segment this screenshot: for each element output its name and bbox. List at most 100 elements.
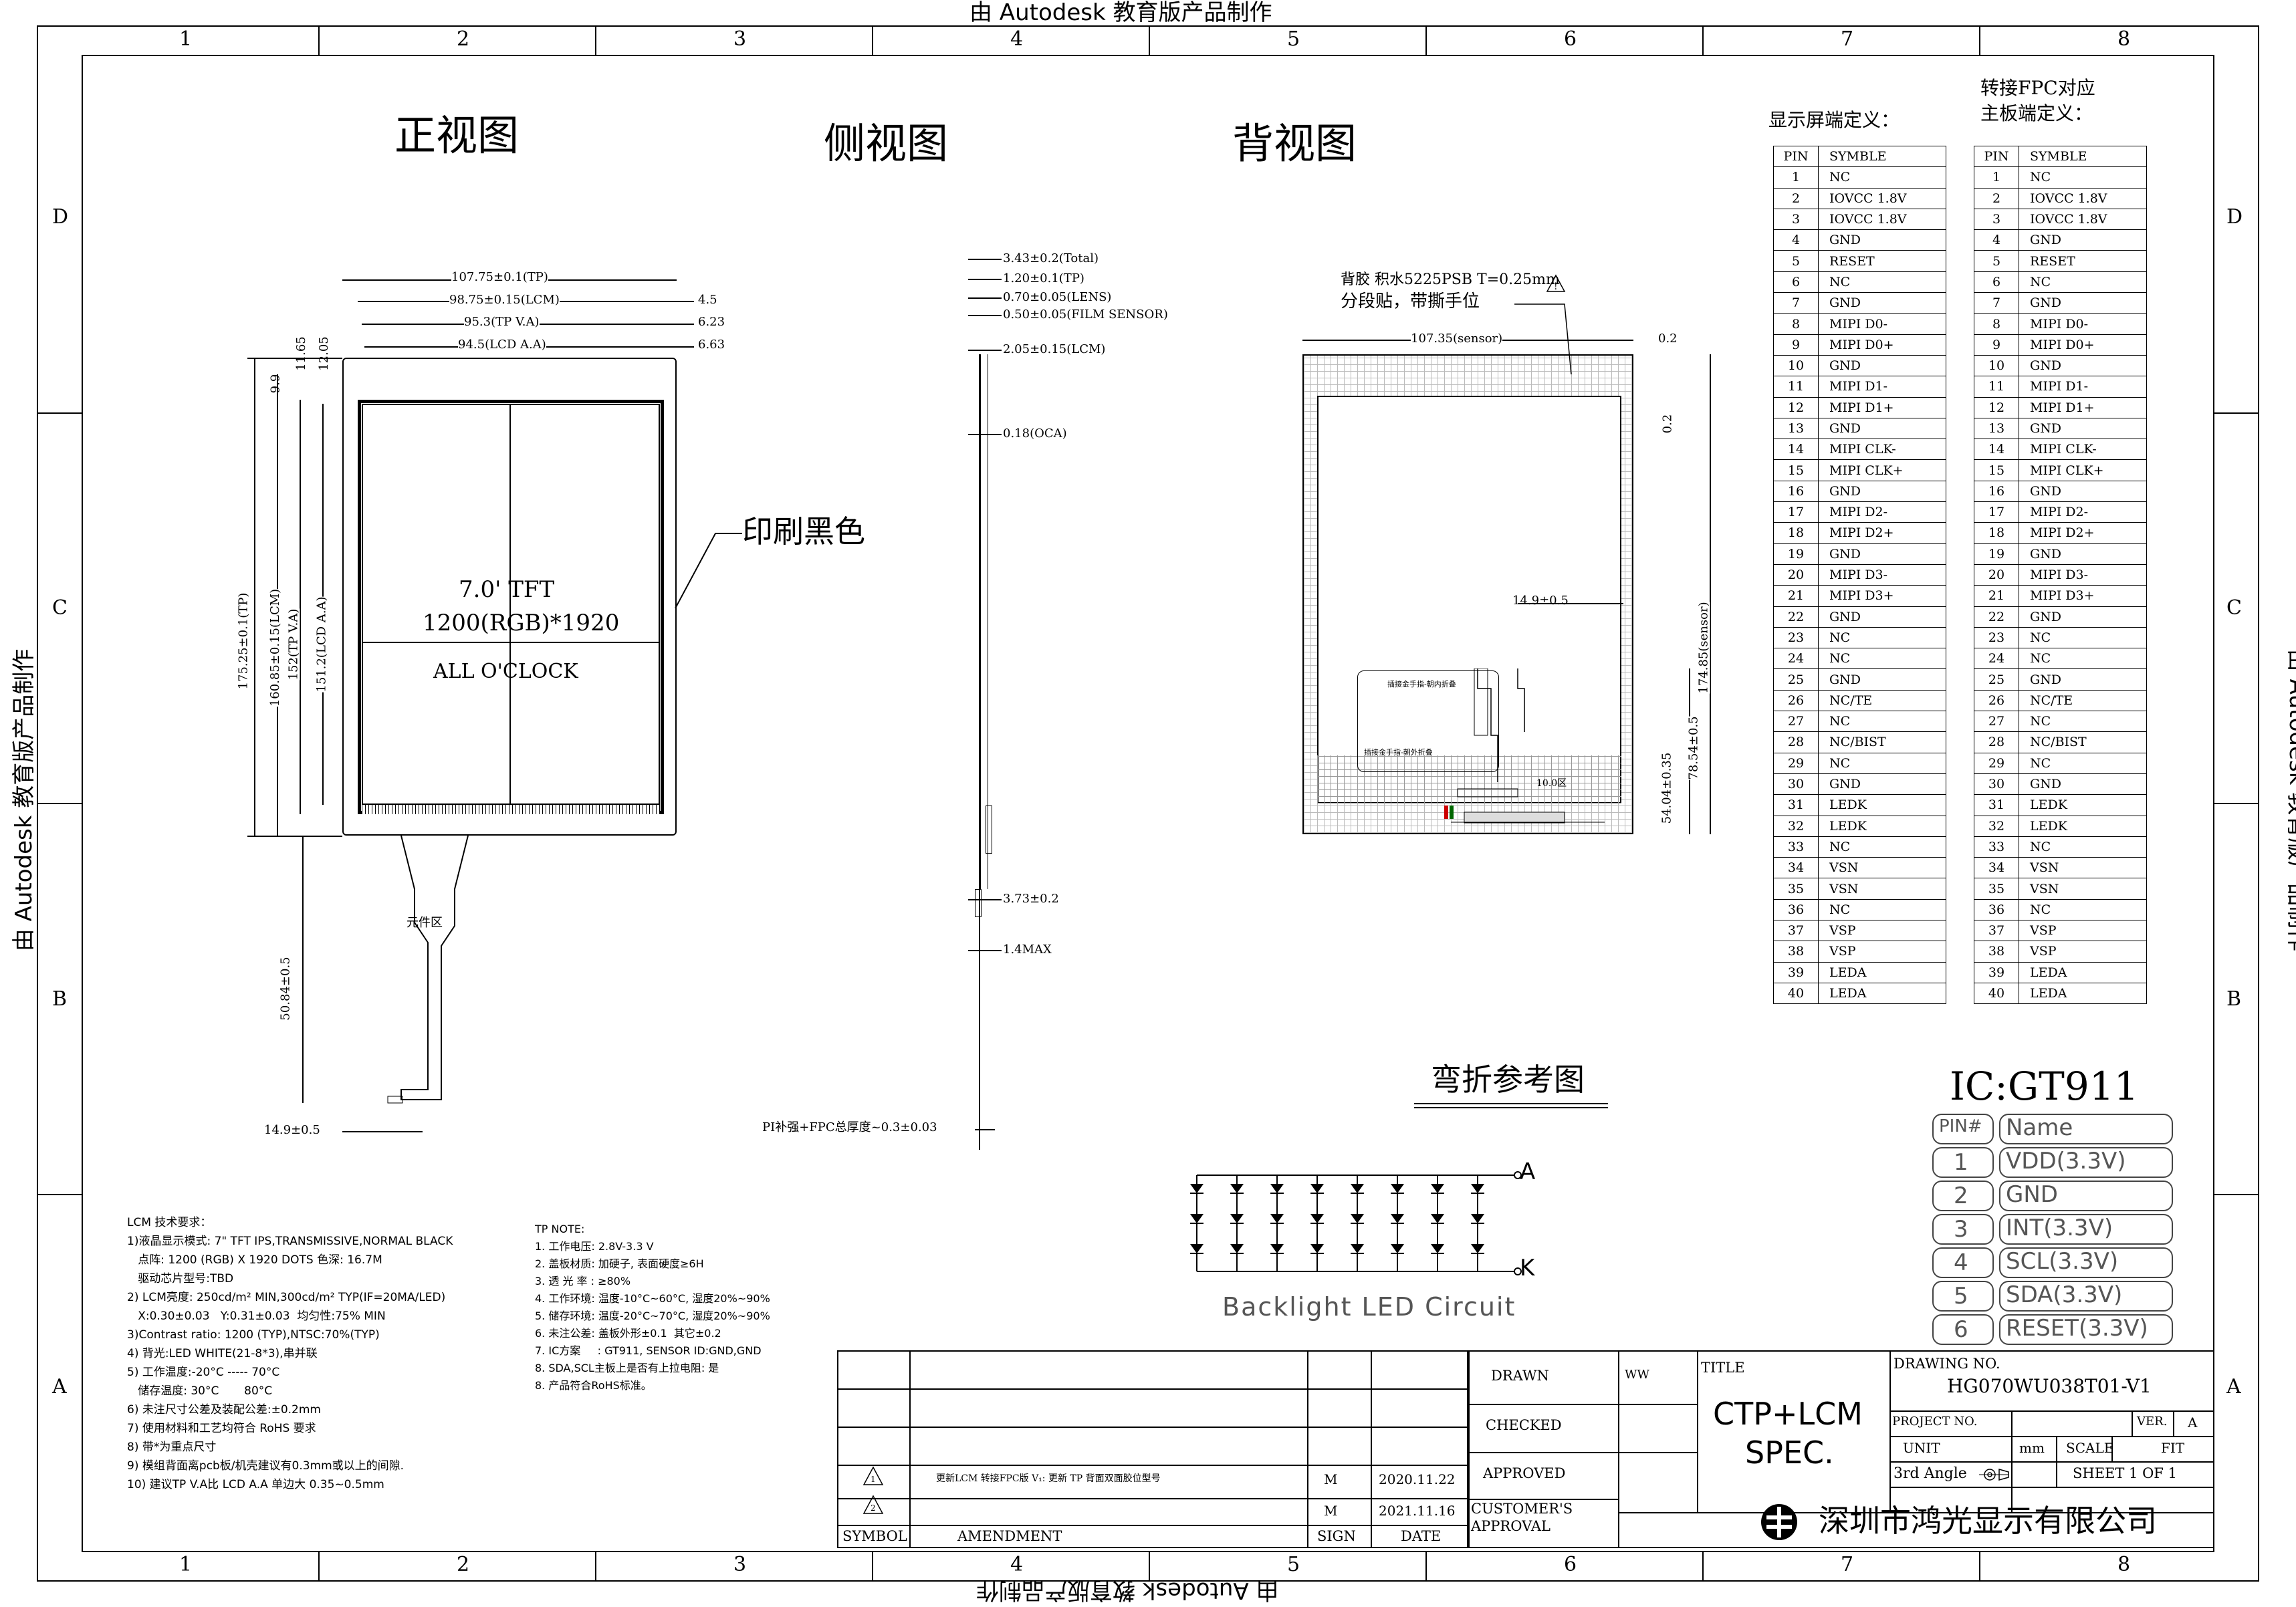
tb-customer: CUSTOMER'S APPROVAL	[1471, 1501, 1573, 1534]
ic-name-cell	[1999, 1247, 2173, 1278]
led-diode-icon	[1230, 1214, 1244, 1223]
back-dim-mid: 14.9±0.5	[1512, 594, 1569, 608]
side-fpc	[979, 889, 983, 1150]
bend-underline-2	[1414, 1107, 1608, 1108]
ic-pin-cell	[1932, 1181, 1994, 1211]
led-diode-icon	[1351, 1244, 1364, 1253]
back-dim-r3: 78.54±0.5	[1686, 716, 1701, 780]
tp-note-line: 2. 盖板材质: 加硬子, 表面硬度≥6H	[535, 1257, 704, 1270]
grid-col-top-5: 5	[1287, 27, 1300, 51]
lcm-note-line: 驱动芯片型号:TBD	[127, 1272, 234, 1285]
mainboard-pin-pin-symbol: MIPI CLK-	[2019, 439, 2147, 461]
ic-pin-name: GND	[2006, 1181, 2058, 1208]
grid-row-right-D: D	[2226, 205, 2243, 229]
side-bottom-note: PI补强+FPC总厚度~0.3±0.03	[762, 1120, 937, 1134]
back-dim-mid-line	[1518, 603, 1623, 604]
led-diode-icon	[1351, 1214, 1364, 1223]
ic-pin-number: 6	[1954, 1316, 1968, 1343]
side-ic	[975, 889, 982, 917]
back-tape-note-2: 分段贴，带撕手位	[1341, 291, 1480, 312]
mainboard-pin-pin-symbol: VSP	[2019, 941, 2147, 963]
tp-note-line: 8. SDA,SCL主板上是否有上拉电阻: 是	[535, 1362, 719, 1374]
bend-title: 弯折参考图	[1431, 1062, 1585, 1098]
display-pin-pin-number: 28	[1773, 731, 1819, 753]
ic-name-cell	[1999, 1114, 2173, 1144]
grid-tick-top	[1979, 25, 1980, 55]
mainboard-pin-pin-symbol: NC	[2019, 836, 2147, 858]
tb-h5	[1889, 1436, 2214, 1437]
tb-v8	[2111, 1436, 2113, 1461]
mainboard-pin-pin-symbol: NC/BIST	[2019, 731, 2147, 753]
tb-project-no: PROJECT NO.	[1892, 1414, 1978, 1429]
display-pin-pin-symbol: IOVCC 1.8V	[1818, 187, 1946, 209]
front-dim-r1: 4.5	[698, 293, 717, 307]
grid-tick-left	[37, 412, 82, 414]
side-dim-5: 0.18(OCA)	[1003, 426, 1067, 441]
grid-row-right-C: C	[2226, 596, 2242, 620]
grid-col-top-1: 1	[179, 27, 193, 51]
grid-col-top-2: 2	[457, 27, 470, 51]
ic-pin-name: INT(3.3V)	[2006, 1215, 2113, 1241]
side-dim-6: 3.73±0.2	[1003, 892, 1059, 906]
display-pin-pin-number: 6	[1773, 271, 1819, 293]
ic-header-name: Name	[2006, 1114, 2073, 1141]
display-pin-pin-number: 39	[1773, 961, 1819, 983]
grid-col-bottom-5: 5	[1287, 1553, 1300, 1576]
tb-drawn-by: WW	[1625, 1368, 1650, 1382]
grid-col-bottom-4: 4	[1010, 1553, 1024, 1576]
display-pin-pin-number: 9	[1773, 334, 1819, 356]
display-pin-pin-symbol: NC	[1818, 626, 1946, 649]
rev-symbol-2-icon: 2	[863, 1495, 884, 1514]
display-pin-pin-symbol: GND	[1818, 292, 1946, 314]
ic-name-cell	[1999, 1214, 2173, 1245]
tb-h8	[1889, 1487, 2214, 1488]
lcm-note-line: 7) 使用材料和工艺均符合 RoHS 要求	[127, 1422, 316, 1435]
mainboard-pin-pin-symbol: IOVCC 1.8V	[2019, 187, 2147, 209]
tb-sheet: SHEET 1 OF 1	[2073, 1465, 2177, 1481]
svg-text:2: 2	[871, 1503, 876, 1513]
display-pin-pin-symbol: VSN	[1818, 857, 1946, 879]
ic-pin-name: VDD(3.3V)	[2006, 1148, 2126, 1175]
mainboard-pin-pin-number: 31	[1974, 794, 2019, 816]
rev-header-amendment: AMENDMENT	[957, 1528, 1062, 1544]
led-diode-icon	[1431, 1184, 1444, 1193]
company-logo-icon	[1761, 1504, 1797, 1540]
back-bottom-hatch	[1317, 755, 1621, 804]
lcm-note-line: 储存温度: 30°C 80°C	[127, 1384, 273, 1398]
tp-note-line: 6. 未注公差: 盖板外形±0.1 其它±0.2	[535, 1327, 721, 1340]
display-pin-pin-symbol: NC	[1818, 898, 1946, 920]
mainboard-pin-pin-symbol: GND	[2019, 668, 2147, 691]
side-dim-7: 1.4MAX	[1003, 943, 1052, 957]
mainboard-pin-pin-symbol: MIPI D2-	[2019, 501, 2147, 523]
warning-triangle-icon: !	[1546, 274, 1566, 292]
fpc-component-label: 元件区	[407, 916, 443, 930]
display-pin-pin-number: 18	[1773, 522, 1819, 544]
ic-pin-name: SCL(3.3V)	[2006, 1248, 2119, 1275]
mainboard-pin-pin-symbol: MIPI CLK+	[2019, 459, 2147, 481]
front-dim-1: 107.75±0.1(TP)	[451, 270, 548, 284]
